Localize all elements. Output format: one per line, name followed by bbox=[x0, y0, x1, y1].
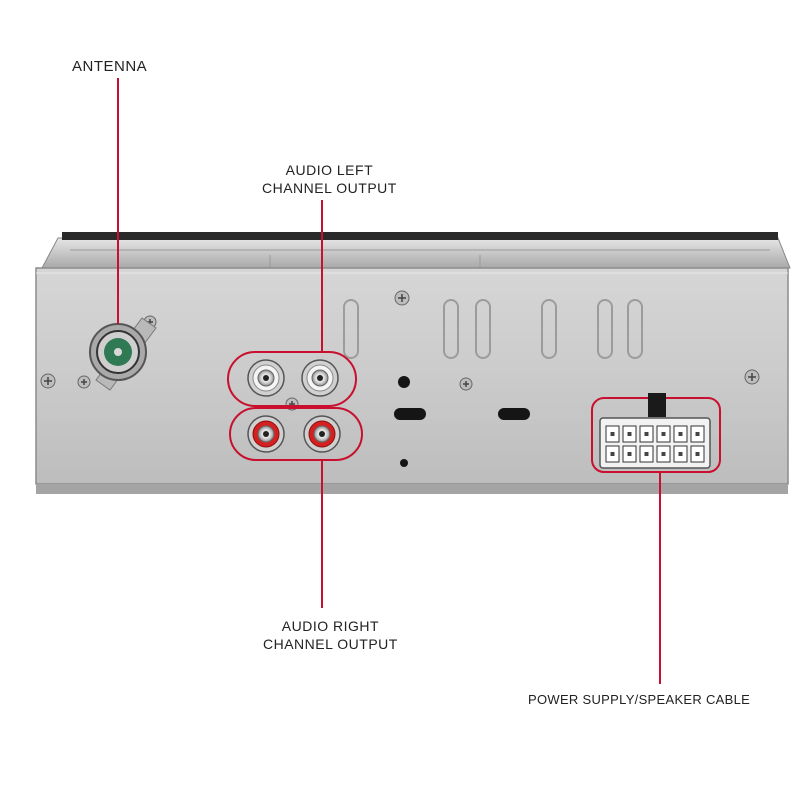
connector-pin-contact bbox=[662, 432, 666, 436]
screw-icon bbox=[78, 376, 90, 388]
antenna-label-text: ANTENNA bbox=[72, 58, 147, 77]
audio-right-label-line-1: AUDIO RIGHT bbox=[263, 618, 398, 636]
connector-pin-contact bbox=[611, 452, 615, 456]
connector-pin-contact bbox=[645, 452, 649, 456]
connector-pin-contact bbox=[679, 452, 683, 456]
connector-pin-contact bbox=[645, 432, 649, 436]
screw-icon bbox=[745, 370, 759, 384]
power-supply-label-text: POWER SUPPLY/SPEAKER CABLE bbox=[528, 692, 750, 708]
chassis-top bbox=[42, 232, 790, 268]
audio-right-label-line-2: CHANNEL OUTPUT bbox=[263, 636, 398, 654]
audio-left-label: AUDIO LEFT CHANNEL OUTPUT bbox=[262, 162, 397, 197]
audio-right-label: AUDIO RIGHT CHANNEL OUTPUT bbox=[263, 618, 398, 653]
connector-pin-contact bbox=[611, 432, 615, 436]
power-supply-label: POWER SUPPLY/SPEAKER CABLE bbox=[528, 692, 750, 708]
screw-icon bbox=[395, 291, 409, 305]
screw-icon bbox=[41, 374, 55, 388]
connector-pin-contact bbox=[696, 452, 700, 456]
screw-icon bbox=[460, 378, 472, 390]
audio-left-label-line-2: CHANNEL OUTPUT bbox=[262, 180, 397, 198]
connector-pin-contact bbox=[662, 452, 666, 456]
audio-left-label-line-1: AUDIO LEFT bbox=[262, 162, 397, 180]
antenna-label: ANTENNA bbox=[72, 58, 147, 77]
connector-pin-contact bbox=[679, 432, 683, 436]
connector-pin-contact bbox=[696, 432, 700, 436]
connector-pin-contact bbox=[628, 452, 632, 456]
connector-pin-contact bbox=[628, 432, 632, 436]
